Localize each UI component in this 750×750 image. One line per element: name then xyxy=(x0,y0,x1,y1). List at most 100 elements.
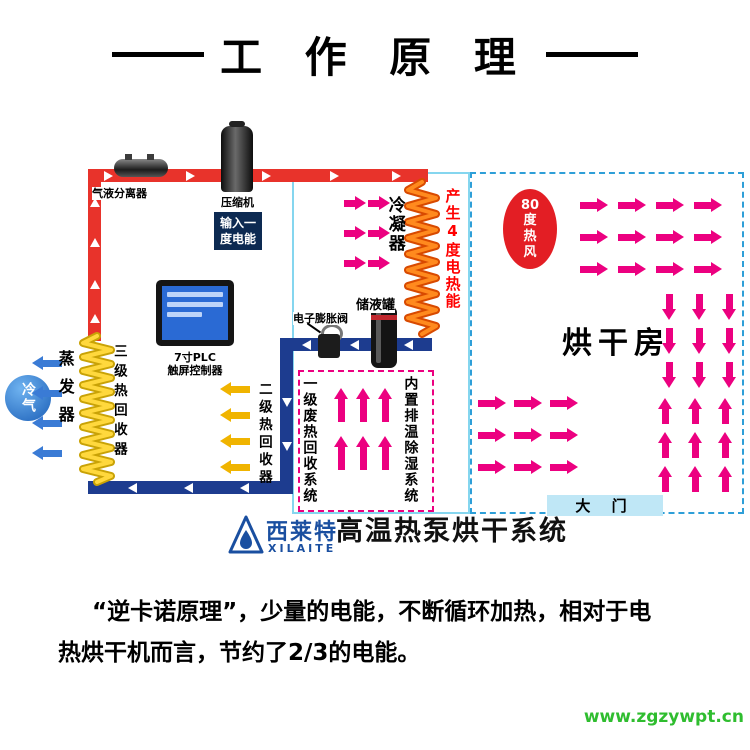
airflow-arrow-right-icon xyxy=(694,230,722,245)
heat-gain-label: 产生4度电热能 xyxy=(443,188,462,310)
hot-air-badge-text: 风 xyxy=(523,244,537,260)
hot-gas-pipe-left xyxy=(88,169,101,341)
stage1-recovery-label: 一级废热回收系统 xyxy=(301,376,318,504)
airflow-arrow-right-icon xyxy=(514,428,542,443)
airflow-arrow-right-icon xyxy=(514,460,542,475)
title-dash-icon xyxy=(545,52,638,57)
airflow-arrow-up-icon xyxy=(658,432,673,458)
airflow-arrow-right-icon xyxy=(368,226,390,241)
airflow-arrow-right-icon xyxy=(618,262,646,277)
airflow-arrow-down-icon xyxy=(692,328,707,354)
hot-gas-pipe-top xyxy=(88,169,428,182)
pipe-flow-arrow-icon xyxy=(90,280,100,289)
gas-liquid-separator xyxy=(114,154,168,177)
pipe-flow-arrow-icon xyxy=(302,340,311,350)
airflow-arrow-up-icon xyxy=(658,398,673,424)
pipe-flow-arrow-icon xyxy=(90,314,100,323)
plc-controller xyxy=(156,280,234,346)
airflow-arrow-right-icon xyxy=(694,262,722,277)
airflow-arrow-up-icon xyxy=(356,388,371,422)
airflow-arrow-left-icon xyxy=(32,386,62,401)
dehumidifier-label: 内置排温除湿系统 xyxy=(402,376,419,504)
airflow-arrow-down-icon xyxy=(662,294,677,320)
brand-name-cn: 西莱特 xyxy=(266,520,339,545)
airflow-arrow-up-icon xyxy=(718,432,733,458)
condenser-label: 冷凝器 xyxy=(384,196,405,253)
airflow-arrow-up-icon xyxy=(356,436,371,470)
airflow-arrow-right-icon xyxy=(344,226,366,241)
airflow-arrow-up-icon xyxy=(378,388,393,422)
airflow-arrow-down-icon xyxy=(662,362,677,388)
pipe-flow-arrow-icon xyxy=(404,340,413,350)
airflow-arrow-up-icon xyxy=(378,436,393,470)
airflow-arrow-left-icon xyxy=(32,446,62,461)
plc-screen-row xyxy=(167,292,223,297)
title-dash-icon xyxy=(112,52,205,57)
airflow-arrow-down-icon xyxy=(692,362,707,388)
airflow-arrow-right-icon xyxy=(580,230,608,245)
airflow-arrow-up-icon xyxy=(688,466,703,492)
airflow-arrow-right-icon xyxy=(368,256,390,271)
pipe-flow-arrow-icon xyxy=(128,483,137,493)
waste-heat-recovery-box xyxy=(298,370,434,512)
airflow-arrow-right-icon xyxy=(478,460,506,475)
receiver-tank-label: 储液罐 xyxy=(356,294,396,313)
watermark-url: www.zgzywpt.cn xyxy=(583,707,744,727)
pipe-flow-arrow-icon xyxy=(90,198,100,207)
description-line1: “逆卡诺原理”，少量的电能，不断循环加热，相对于电 xyxy=(92,599,652,625)
airflow-arrow-down-icon xyxy=(692,294,707,320)
title-row: 工 作 原 理 xyxy=(0,24,750,85)
stage2-recovery-label: 二级热回收器 xyxy=(255,382,272,487)
description-line2: 热烘干机而言，节约了2/3的电能。 xyxy=(58,640,421,666)
pipe-flow-arrow-icon xyxy=(330,171,339,181)
stage3-recovery-label: 三级热回收器 xyxy=(110,344,127,461)
drying-room-label: 烘干房 xyxy=(562,326,670,361)
pipe-flow-arrow-icon xyxy=(262,171,271,181)
brand-name-en: XILAITE xyxy=(268,542,337,555)
airflow-arrow-right-icon xyxy=(514,396,542,411)
pipe-flow-arrow-icon xyxy=(392,171,401,181)
airflow-arrow-up-icon xyxy=(688,432,703,458)
airflow-arrow-up-icon xyxy=(688,398,703,424)
brand-product-name: 高温热泵烘干系统 xyxy=(336,516,568,547)
pipe-flow-arrow-icon xyxy=(104,171,113,181)
plc-label: 7寸PLC 触屏控制器 xyxy=(146,351,244,378)
airflow-arrow-up-icon xyxy=(718,398,733,424)
separator-label: 气液分离器 xyxy=(92,187,147,201)
pipe-flow-arrow-icon xyxy=(184,483,193,493)
airflow-arrow-left-icon xyxy=(220,382,250,397)
airflow-arrow-left-icon xyxy=(32,416,62,431)
plc-screen-row xyxy=(167,302,223,307)
compressor xyxy=(221,121,253,192)
pipe-flow-arrow-icon xyxy=(282,442,292,451)
airflow-arrow-right-icon xyxy=(344,196,366,211)
plc-label-line2: 触屏控制器 xyxy=(167,364,223,378)
airflow-arrow-down-icon xyxy=(662,328,677,354)
liquid-pipe-riser xyxy=(280,338,293,494)
airflow-arrow-left-icon xyxy=(220,434,250,449)
airflow-arrow-right-icon xyxy=(656,230,684,245)
airflow-arrow-down-icon xyxy=(722,362,737,388)
airflow-arrow-right-icon xyxy=(656,198,684,213)
hot-air-badge-text: 度 xyxy=(523,213,537,229)
airflow-arrow-right-icon xyxy=(368,196,390,211)
airflow-arrow-right-icon xyxy=(344,256,366,271)
airflow-arrow-right-icon xyxy=(580,262,608,277)
airflow-arrow-right-icon xyxy=(580,198,608,213)
expansion-valve-label: 电子膨胀阀 xyxy=(293,312,348,326)
airflow-arrow-right-icon xyxy=(550,396,578,411)
airflow-arrow-up-icon xyxy=(658,466,673,492)
pipe-flow-arrow-icon xyxy=(240,483,249,493)
airflow-arrow-right-icon xyxy=(550,460,578,475)
airflow-arrow-right-icon xyxy=(478,396,506,411)
power-input-badge: 输入一度电能 xyxy=(214,212,262,250)
evaporator-label: 蒸发器 xyxy=(55,350,75,434)
airflow-arrow-right-icon xyxy=(618,230,646,245)
airflow-arrow-right-icon xyxy=(694,198,722,213)
compressor-label: 压缩机 xyxy=(221,196,254,210)
plc-label-line1: 7寸PLC xyxy=(174,351,216,364)
plc-screen-display xyxy=(162,286,228,340)
hot-air-badge: 80 度 热 风 xyxy=(503,189,557,269)
airflow-arrow-up-icon xyxy=(718,466,733,492)
